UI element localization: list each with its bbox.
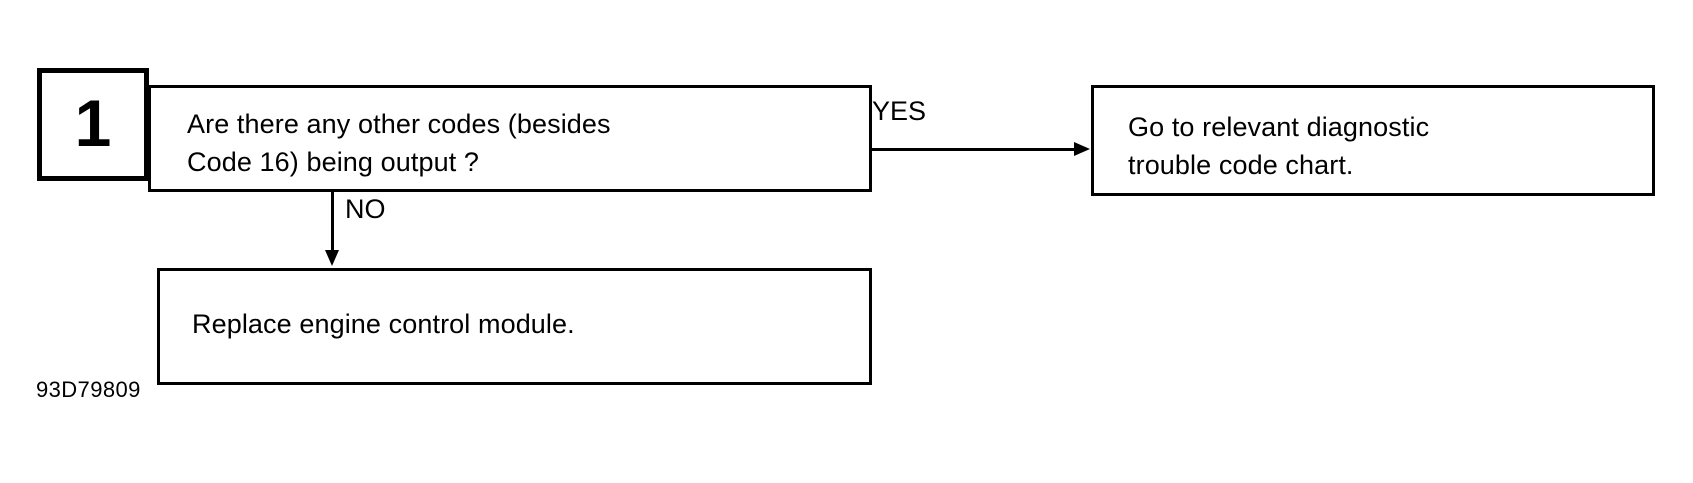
figure-caption: 93D79809 [36,377,141,402]
no-action-box: Replace engine control module. [157,268,872,385]
no-action-text: Replace engine control module. [192,309,575,339]
yes-arrowhead-icon [1074,142,1090,156]
step-number-label: 1 [74,85,112,160]
yes-result-text: Go to relevant diagnostic trouble code c… [1128,112,1430,181]
question-box: Are there any other codes (besides Code … [148,85,872,192]
yes-branch-label: YES [872,96,927,126]
yes-result-box: Go to relevant diagnostic trouble code c… [1091,85,1655,196]
no-branch-label: NO [345,194,386,224]
question-text: Are there any other codes (besides Code … [187,109,611,178]
yes-connector-line [872,148,1075,151]
step-number-box: 1 [37,68,149,181]
no-arrowhead-icon [325,250,339,266]
no-connector-line [331,192,334,252]
